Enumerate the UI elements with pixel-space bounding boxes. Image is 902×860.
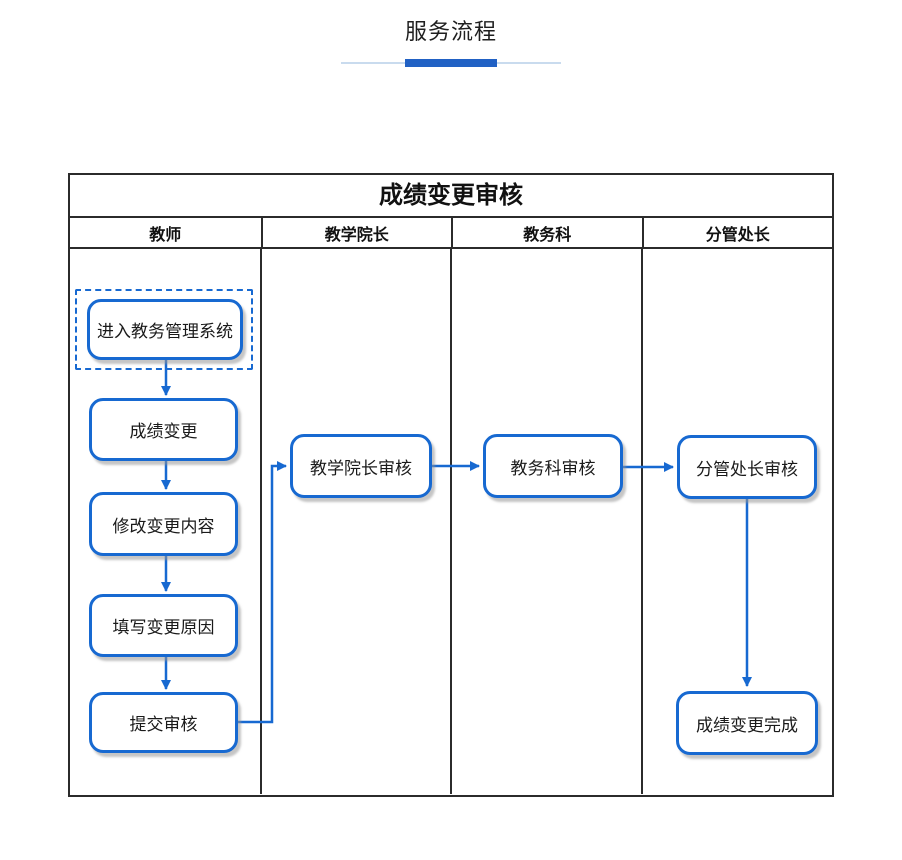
lane-headers: 教师 教学院长 教务科 分管处长 (70, 218, 832, 249)
page-title: 服务流程 (404, 19, 497, 44)
flowchart-body: 进入教务管理系统 成绩变更 修改变更内容 填写变更原因 提交审核 教学院长审核 … (70, 249, 832, 794)
node-grade-change: 成绩变更 (89, 398, 238, 461)
node-office-review: 教务科审核 (483, 434, 623, 498)
lane-divider (640, 249, 643, 794)
node-dean-review: 教学院长审核 (290, 434, 432, 498)
node-submit-review: 提交审核 (89, 692, 238, 753)
node-complete: 成绩变更完成 (676, 691, 818, 755)
flowchart-title: 成绩变更审核 (70, 175, 832, 218)
node-modify-content: 修改变更内容 (89, 492, 238, 556)
underline-accent (405, 59, 497, 67)
node-fill-reason: 填写变更原因 (89, 594, 238, 657)
title-underline (341, 59, 561, 67)
node-enter-system: 进入教务管理系统 (87, 299, 243, 360)
lane-header-teacher: 教师 (149, 226, 182, 244)
lane-header-dean: 教学院长 (260, 218, 452, 247)
lane-header-academic-office: 教务科 (451, 218, 642, 247)
node-director-review: 分管处长审核 (677, 435, 817, 499)
start-node-dashed-frame (75, 289, 253, 370)
section-header: 服务流程 (0, 0, 902, 67)
lane-header-director: 分管处长 (641, 218, 833, 247)
grade-change-flowchart: 成绩变更审核 教师 教学院长 教务科 分管处长 (68, 173, 834, 797)
lane-divider (450, 249, 452, 794)
lane-divider (259, 249, 262, 794)
